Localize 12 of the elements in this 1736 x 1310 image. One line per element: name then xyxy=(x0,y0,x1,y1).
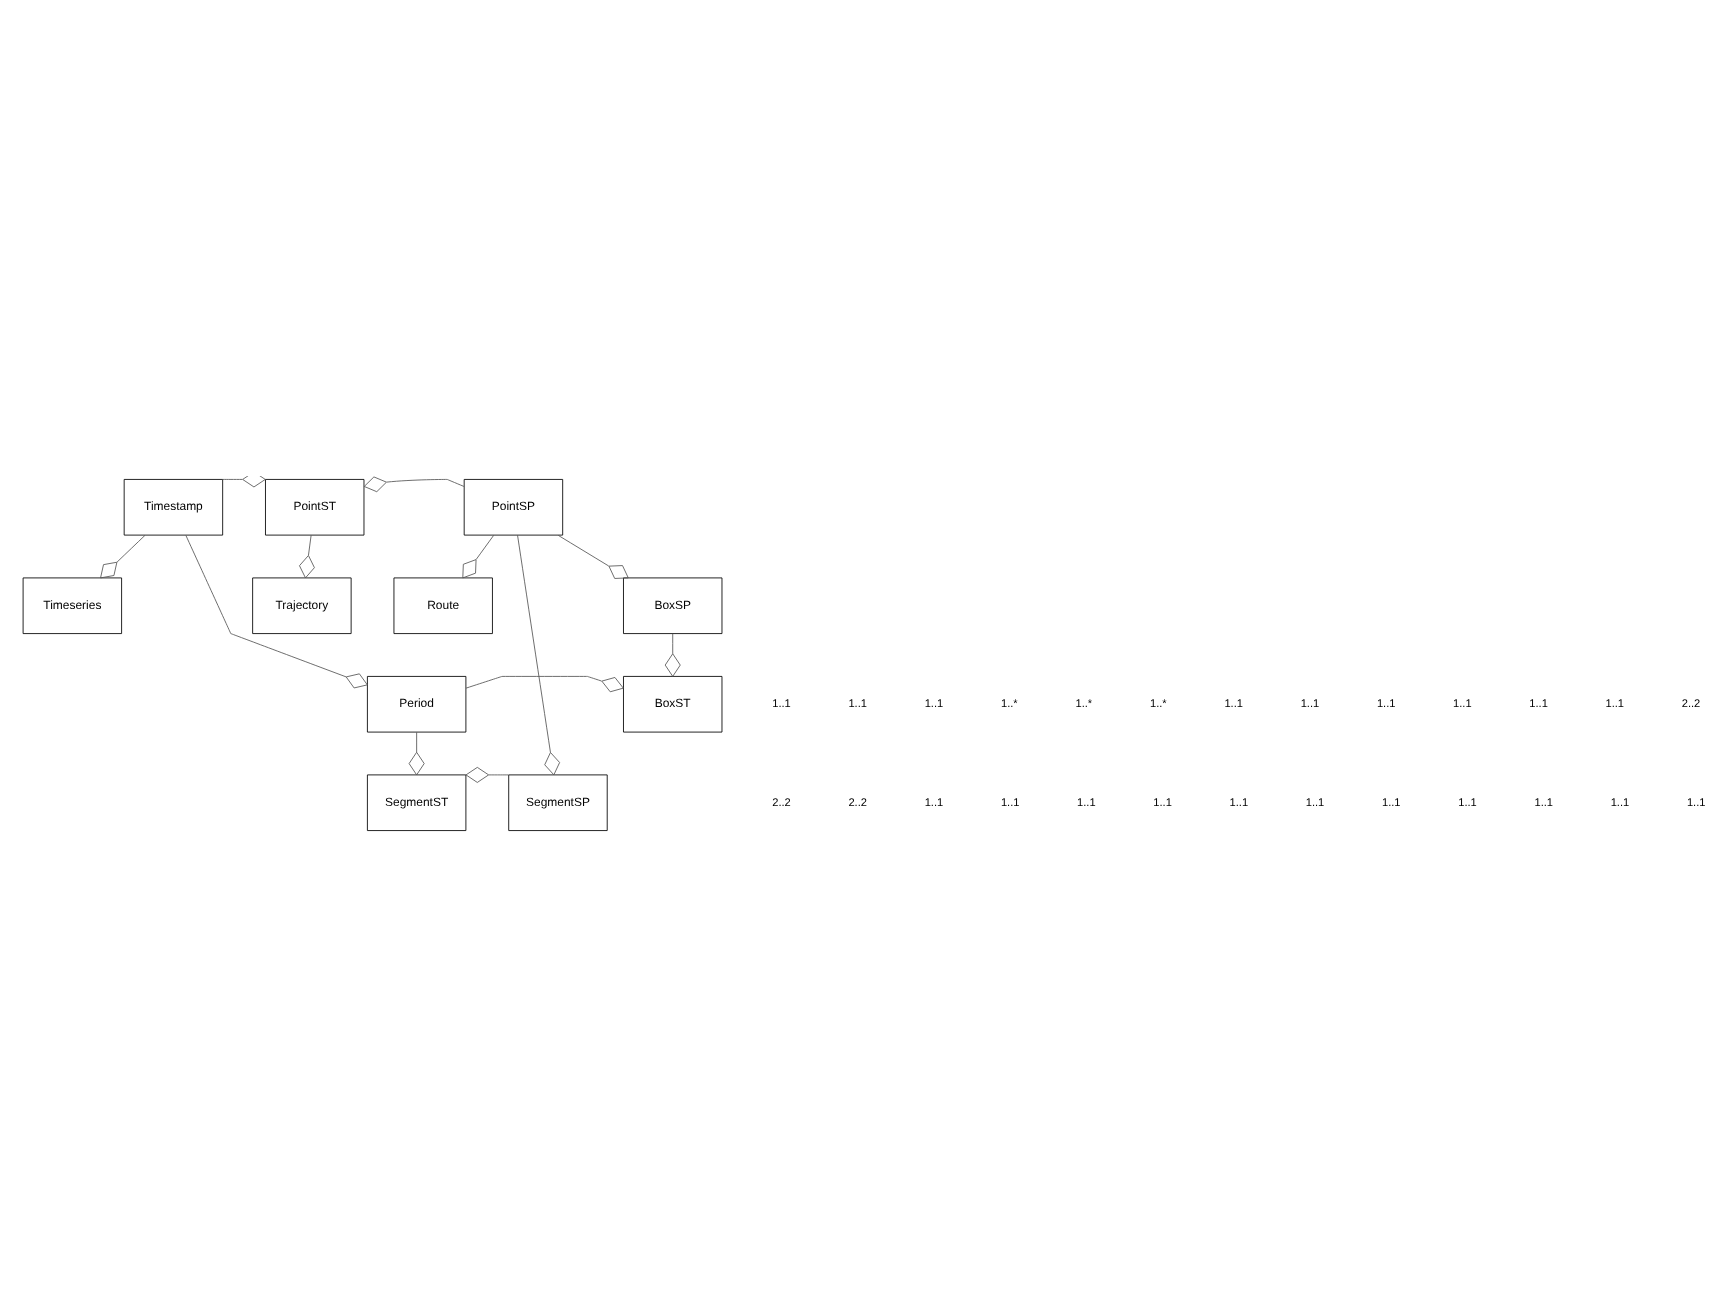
connector xyxy=(557,534,629,579)
connector xyxy=(664,633,681,677)
connector xyxy=(465,676,624,693)
connector xyxy=(222,476,266,488)
connector xyxy=(185,534,368,689)
connector xyxy=(408,731,425,776)
connector xyxy=(517,534,561,776)
connector xyxy=(299,534,315,579)
connector xyxy=(465,766,509,783)
connector xyxy=(462,534,495,579)
connector xyxy=(100,534,146,579)
connector xyxy=(363,476,465,493)
